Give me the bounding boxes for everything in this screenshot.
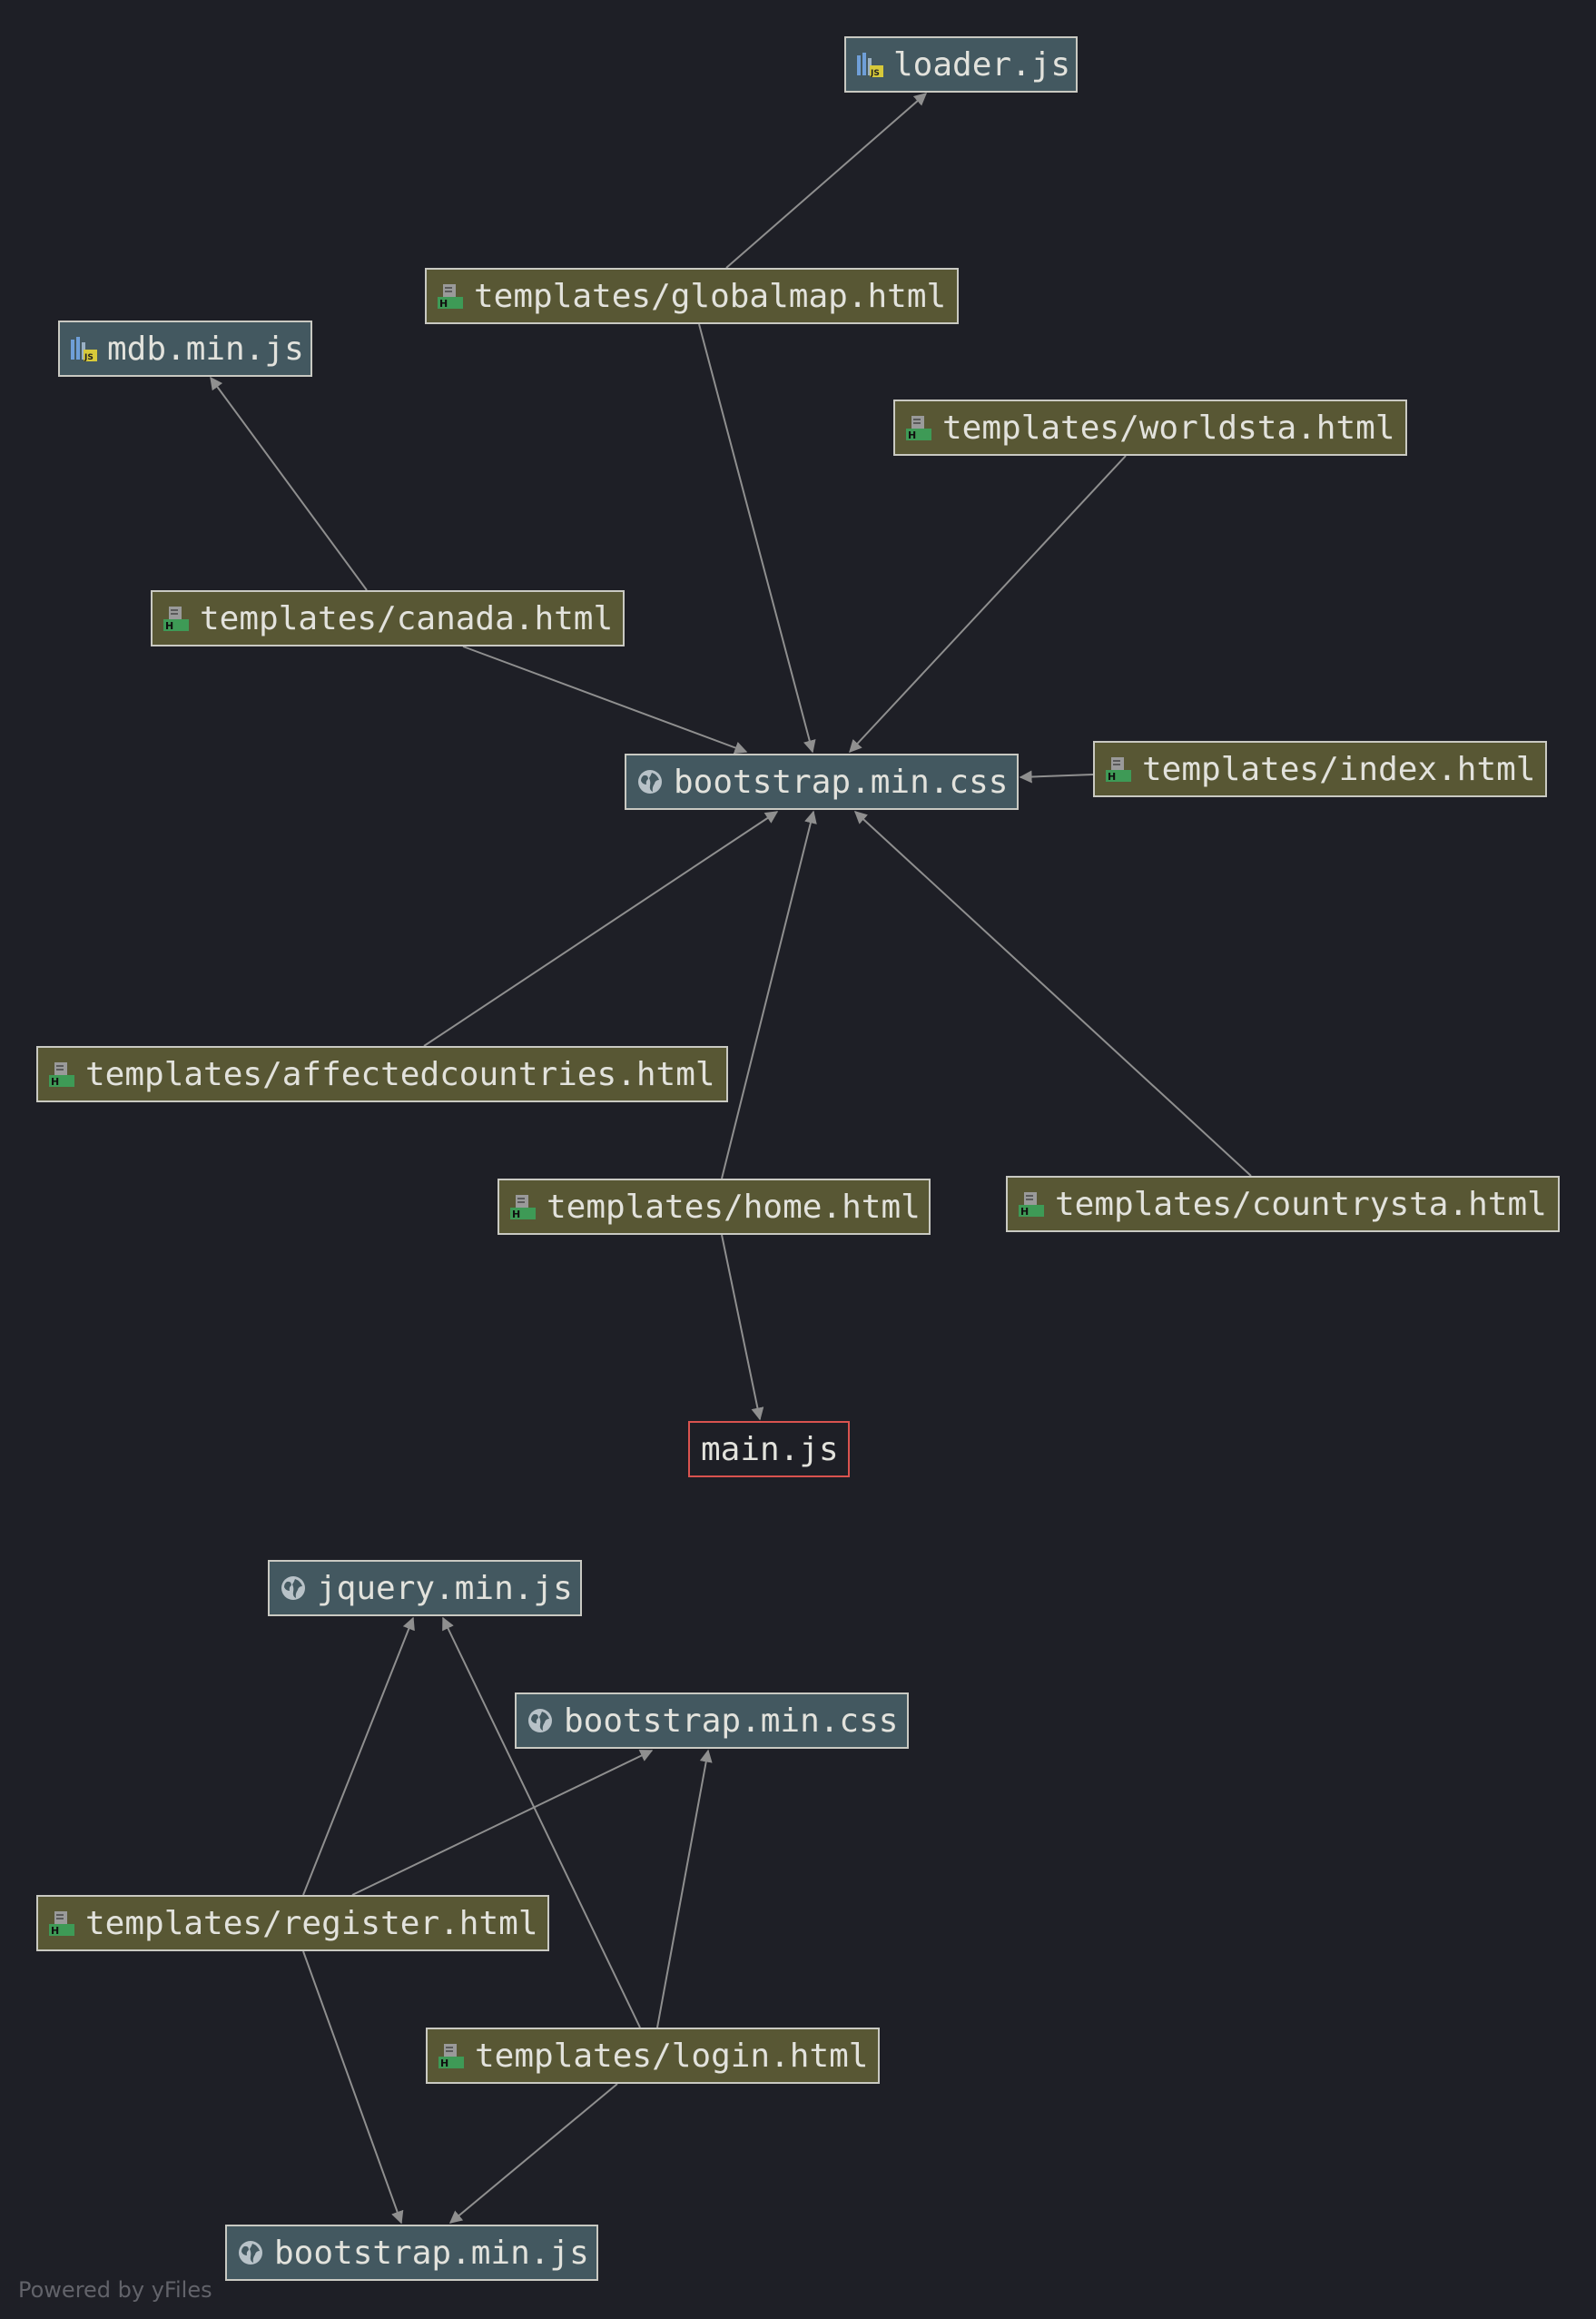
edge-register-to-bootstrap_js bbox=[302, 1950, 404, 2225]
node-templates-worldsta-html[interactable]: H templates/worldsta.html bbox=[893, 400, 1407, 456]
svg-text:H: H bbox=[1108, 771, 1116, 783]
node-loader-js[interactable]: JS loader.js bbox=[844, 36, 1078, 93]
javascript-library-icon: JS bbox=[69, 334, 98, 363]
node-bootstrap-min-js[interactable]: bootstrap.min.js bbox=[225, 2225, 598, 2281]
svg-text:H: H bbox=[439, 298, 448, 310]
html-file-icon: H bbox=[904, 413, 933, 442]
html-file-icon: H bbox=[1017, 1189, 1046, 1219]
edge-login-to-bootstrap_js bbox=[448, 2083, 618, 2224]
edge-home-to-bootstrap_css_1 bbox=[721, 810, 817, 1179]
node-label: templates/worldsta.html bbox=[942, 409, 1395, 447]
node-label: templates/register.html bbox=[85, 1904, 538, 1942]
edge-register-to-jquery bbox=[302, 1616, 415, 1896]
node-templates-countrysta-html[interactable]: H templates/countrysta.html bbox=[1006, 1176, 1560, 1232]
svg-text:H: H bbox=[512, 1209, 520, 1220]
node-jquery-min-js[interactable]: jquery.min.js bbox=[268, 1560, 582, 1616]
globe-icon bbox=[526, 1706, 555, 1735]
globe-icon bbox=[635, 767, 665, 796]
edge-canada-to-mdb bbox=[210, 376, 368, 591]
node-label: templates/countrysta.html bbox=[1055, 1185, 1547, 1223]
powered-by-label: Powered by yFiles bbox=[18, 2277, 212, 2303]
edge-login-to-bootstrap_css_2 bbox=[656, 1749, 713, 2028]
node-label: templates/canada.html bbox=[200, 599, 614, 637]
node-label: bootstrap.min.js bbox=[274, 2234, 589, 2272]
node-label: templates/globalmap.html bbox=[474, 277, 947, 315]
node-label: templates/affectedcountries.html bbox=[85, 1055, 715, 1093]
svg-text:JS: JS bbox=[870, 69, 880, 78]
node-label: templates/login.html bbox=[475, 2037, 869, 2075]
node-mdb-min-js[interactable]: JS mdb.min.js bbox=[58, 321, 312, 377]
svg-text:H: H bbox=[1020, 1206, 1029, 1218]
html-file-icon: H bbox=[436, 281, 465, 311]
edge-home-to-mainjs bbox=[721, 1234, 764, 1421]
node-label: loader.js bbox=[893, 45, 1071, 84]
node-templates-login-html[interactable]: H templates/login.html bbox=[426, 2028, 880, 2084]
node-label: templates/home.html bbox=[547, 1188, 921, 1226]
svg-text:H: H bbox=[165, 620, 173, 632]
node-bootstrap-min-css[interactable]: bootstrap.min.css bbox=[515, 1692, 909, 1749]
edge-worldsta-to-bootstrap_css_1 bbox=[849, 455, 1127, 754]
html-file-icon: H bbox=[437, 2041, 466, 2070]
globe-icon bbox=[236, 2238, 265, 2267]
html-file-icon: H bbox=[162, 604, 191, 633]
edge-globalmap-to-loader bbox=[725, 93, 928, 269]
svg-text:JS: JS bbox=[84, 353, 94, 362]
node-label: mdb.min.js bbox=[107, 330, 304, 368]
node-templates-index-html[interactable]: H templates/index.html bbox=[1093, 741, 1547, 797]
node-label: bootstrap.min.css bbox=[674, 763, 1009, 801]
node-bootstrap-min-css[interactable]: bootstrap.min.css bbox=[625, 754, 1019, 810]
edge-login-to-jquery bbox=[442, 1616, 641, 2028]
svg-text:H: H bbox=[908, 429, 916, 441]
edge-globalmap-to-bootstrap_css_1 bbox=[698, 323, 816, 754]
html-file-icon: H bbox=[47, 1060, 76, 1089]
node-templates-register-html[interactable]: H templates/register.html bbox=[36, 1895, 549, 1951]
globe-icon bbox=[279, 1574, 308, 1603]
edge-index-to-bootstrap_css_1 bbox=[1019, 770, 1094, 784]
javascript-library-icon: JS bbox=[855, 50, 884, 79]
node-templates-affectedcountries-html[interactable]: H templates/affectedcountries.html bbox=[36, 1046, 728, 1102]
svg-text:H: H bbox=[440, 2057, 448, 2069]
node-label: bootstrap.min.css bbox=[564, 1702, 899, 1740]
edge-countrysta-to-bootstrap_css_1 bbox=[853, 811, 1252, 1177]
html-file-icon: H bbox=[508, 1192, 537, 1221]
html-file-icon: H bbox=[1104, 755, 1133, 784]
node-label: jquery.min.js bbox=[317, 1569, 573, 1607]
edge-register-to-bootstrap_css_2 bbox=[351, 1750, 654, 1896]
node-label: main.js bbox=[701, 1430, 839, 1468]
node-templates-home-html[interactable]: H templates/home.html bbox=[498, 1179, 931, 1235]
svg-text:H: H bbox=[51, 1076, 59, 1088]
node-templates-canada-html[interactable]: H templates/canada.html bbox=[151, 590, 625, 646]
edge-affected-to-bootstrap_css_1 bbox=[423, 811, 779, 1047]
edge-canada-to-bootstrap_css_1 bbox=[462, 646, 748, 755]
node-label: templates/index.html bbox=[1142, 750, 1536, 788]
node-main-js[interactable]: main.js bbox=[688, 1421, 850, 1477]
html-file-icon: H bbox=[47, 1909, 76, 1938]
svg-text:H: H bbox=[51, 1925, 59, 1937]
node-templates-globalmap-html[interactable]: H templates/globalmap.html bbox=[425, 268, 959, 324]
